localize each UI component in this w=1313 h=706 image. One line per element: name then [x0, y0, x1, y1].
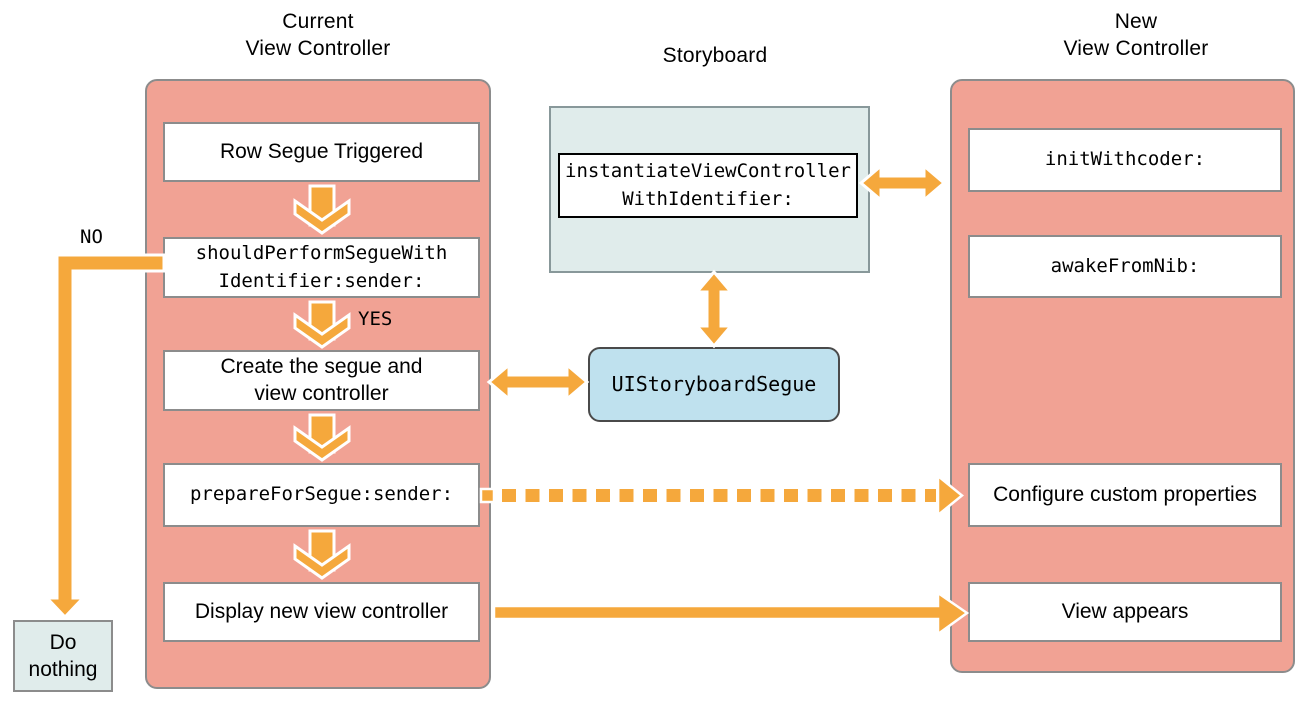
display-solid-arrow [492, 590, 970, 637]
node-configure-custom-properties: Configure custom properties [968, 463, 1282, 527]
node-do-nothing: Do nothing [13, 620, 113, 692]
node-uistoryboardsegue: UIStoryboardSegue [588, 347, 840, 422]
node-create-segue: Create the segue and view controller [163, 350, 480, 411]
prepare-dashed-arrow [479, 473, 964, 518]
node-view-appears: View appears [968, 582, 1282, 642]
node-init-with-coder: initWithcoder: [968, 128, 1282, 192]
no-label: NO [80, 226, 103, 248]
new-view-controller-title: New View Controller [1063, 10, 1209, 61]
create-segue-double-arrow [486, 361, 590, 403]
instantiate-double-arrow [858, 162, 947, 204]
storyboard-title: Storyboard [662, 44, 768, 67]
node-should-perform-segue: shouldPerformSegueWith Identifier:sender… [163, 237, 480, 298]
current-view-controller-title: Current View Controller [245, 10, 391, 61]
node-prepare-for-segue: prepareForSegue:sender: [163, 463, 480, 527]
storyboard-segue-double-arrow [693, 269, 735, 349]
node-awake-from-nib: awakeFromNib: [968, 235, 1282, 298]
node-row-segue-triggered: Row Segue Triggered [163, 122, 480, 182]
yes-label: YES [358, 308, 393, 330]
node-instantiate-view-controller: instantiateViewController WithIdentifier… [558, 153, 858, 218]
node-display-new-view-controller: Display new view controller [163, 582, 480, 642]
